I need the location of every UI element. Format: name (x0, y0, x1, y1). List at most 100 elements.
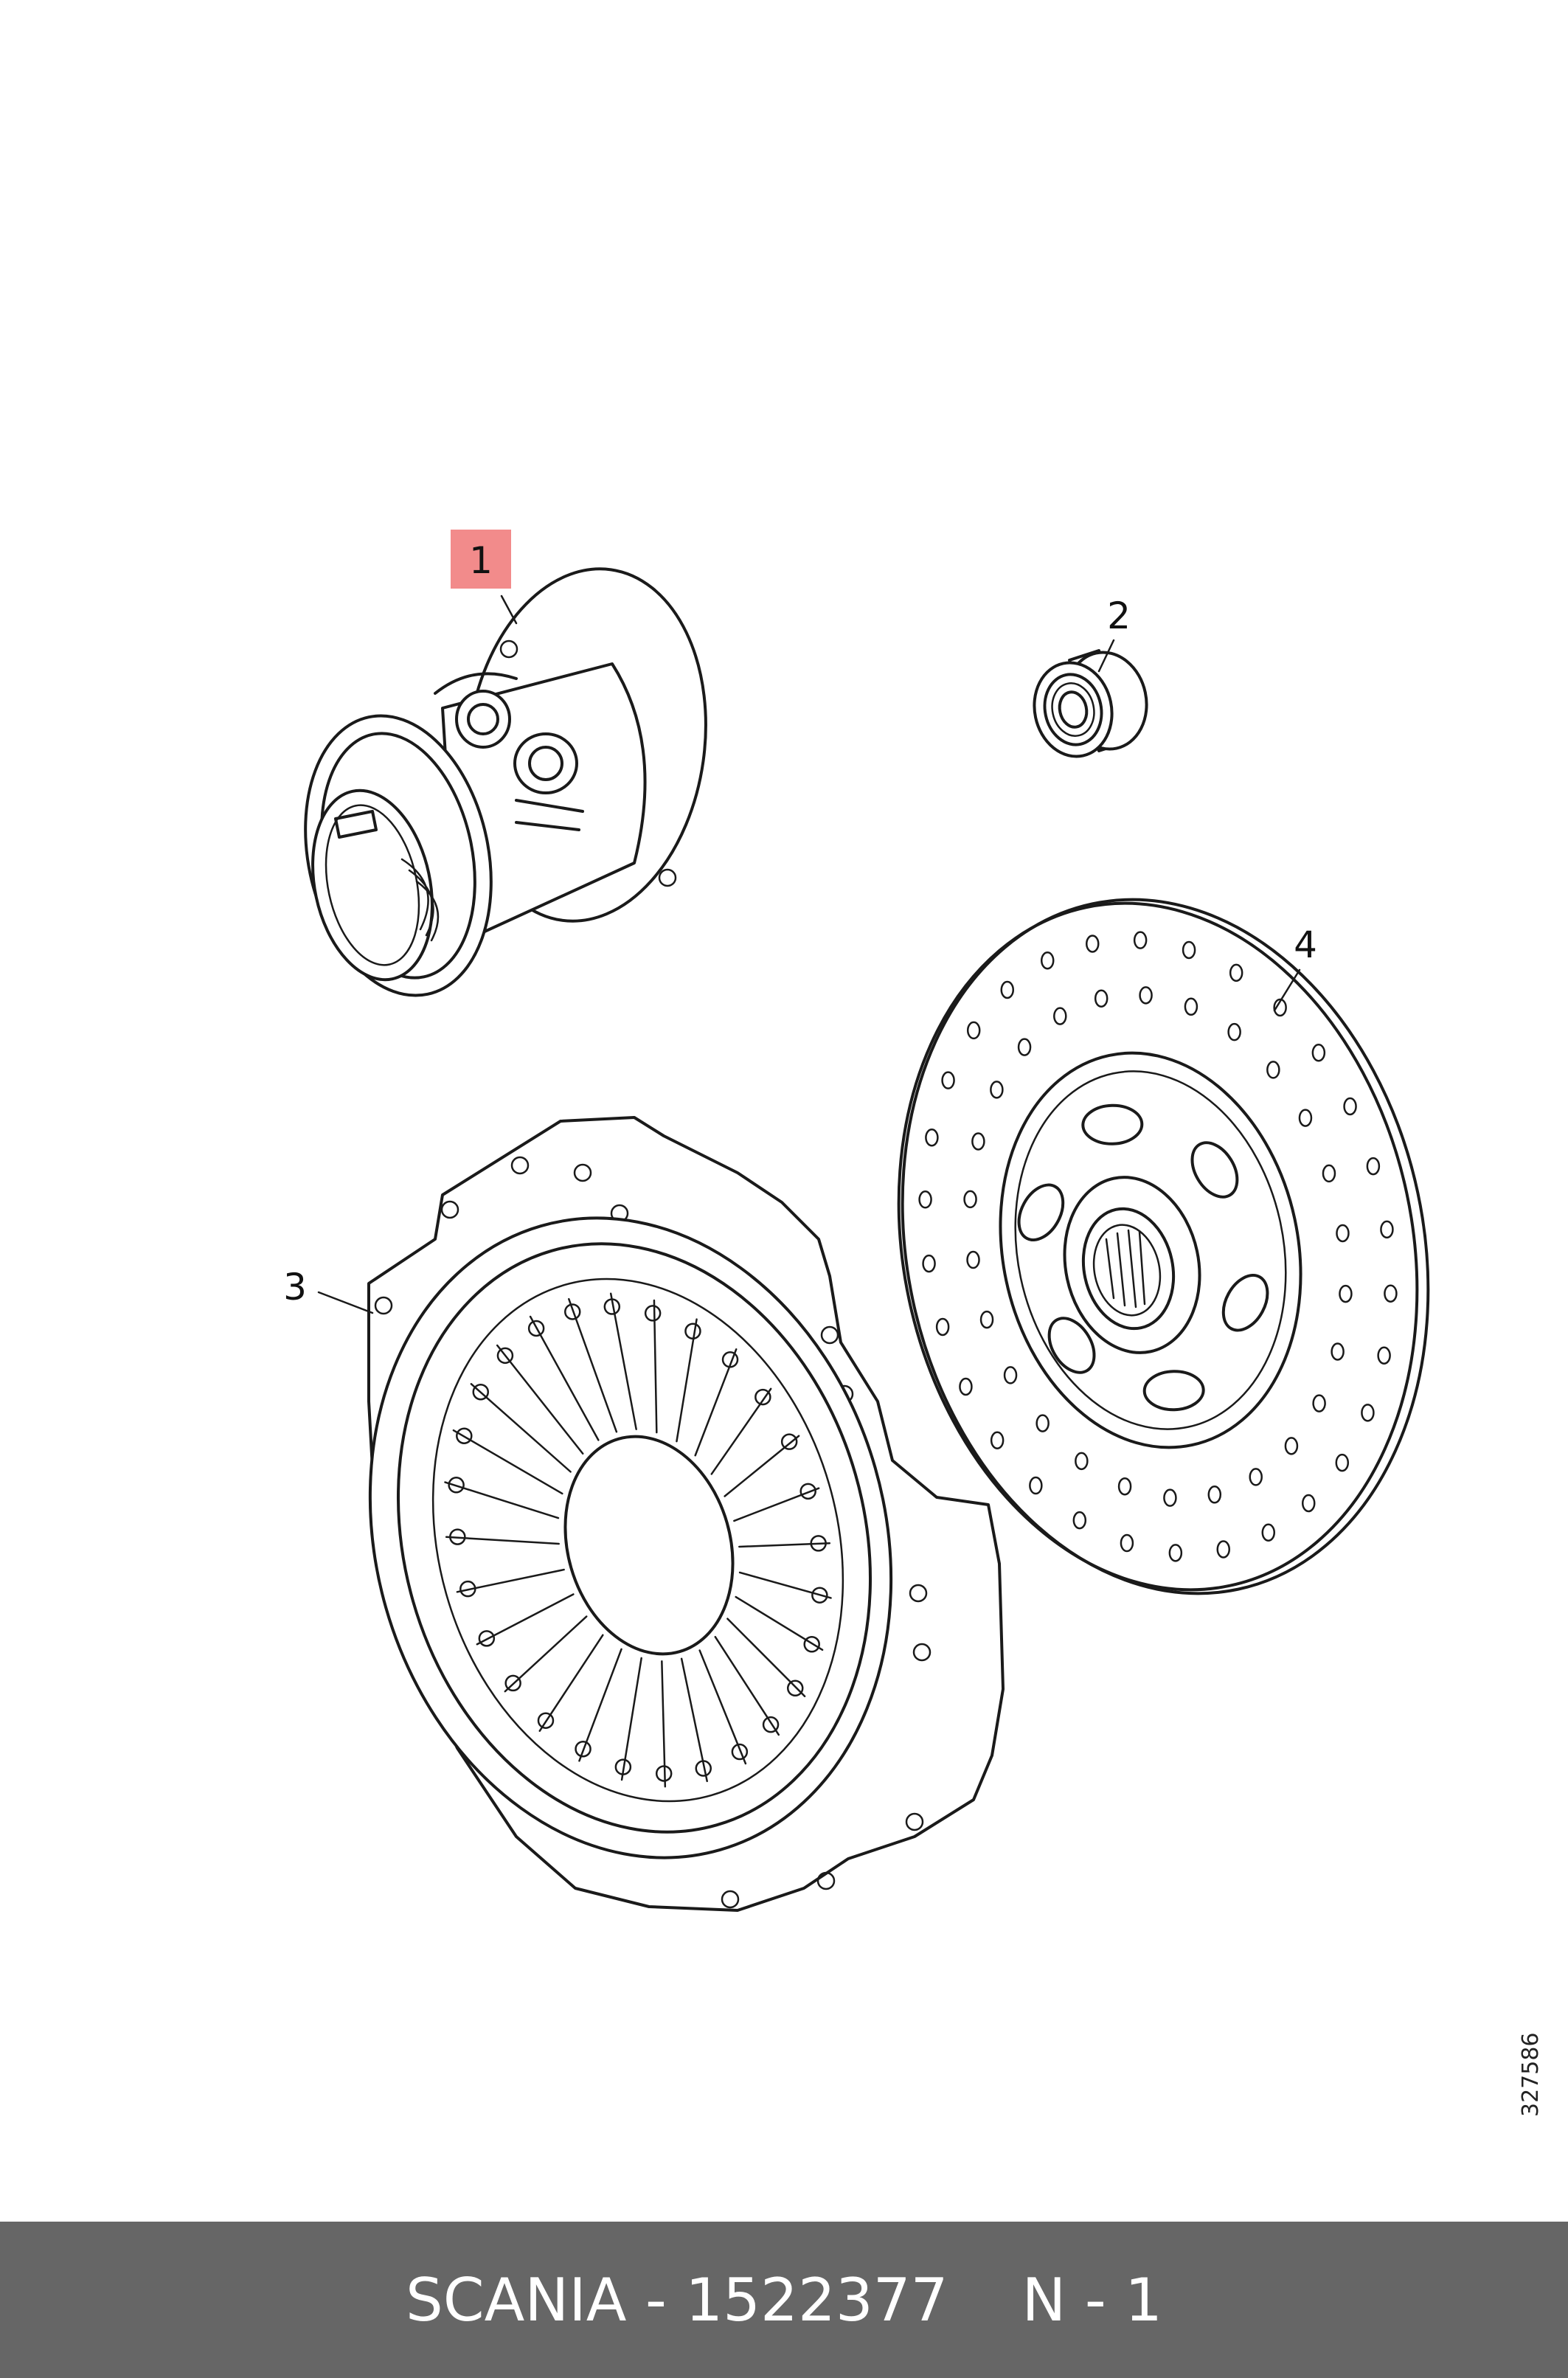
spring-finger (609, 1292, 637, 1430)
rivet-hole (966, 1021, 981, 1040)
callout-3: 3 (283, 1266, 374, 1314)
spring-finger (653, 1299, 658, 1434)
rivet-hole (1133, 931, 1148, 949)
rivet-hole (1029, 1476, 1043, 1495)
damper-spring (1221, 1273, 1269, 1332)
finger-tip (644, 1305, 662, 1322)
drawing-number: 327586 (1518, 2032, 1544, 2117)
damper-spring (1047, 1317, 1096, 1374)
rivet-hole (1312, 1394, 1326, 1412)
finger-tip (721, 1351, 739, 1368)
cover-holes (374, 1156, 932, 1909)
finger-tip (537, 1712, 555, 1729)
rivet-hole (1139, 986, 1153, 1005)
callout-1: 1 (451, 530, 518, 625)
callout-4: 4 (1273, 923, 1317, 1012)
spring-finger (710, 1387, 772, 1475)
callout-4-label: 4 (1294, 923, 1317, 966)
rivet-hole (1377, 1346, 1391, 1365)
rivet-hole (1335, 1453, 1350, 1472)
diaphragm-spring-fingers (444, 1292, 832, 1788)
callout-2: 2 (1097, 594, 1131, 673)
rivet-hole (1117, 1477, 1132, 1496)
rivet-hole (1085, 935, 1100, 953)
finger-tip (456, 1427, 473, 1444)
rivet-hole (1336, 1224, 1350, 1243)
footer-position: N - 1 (1021, 2265, 1163, 2334)
release-bearing-part (304, 567, 707, 997)
rivet-hole (1120, 1533, 1134, 1553)
finger-tip (803, 1636, 820, 1653)
rivet-hole (1040, 951, 1055, 970)
finger-tip (695, 1760, 712, 1777)
rivet-hole (1072, 1511, 1087, 1530)
damper-spring (1081, 1103, 1144, 1145)
rivet-hole (1366, 1157, 1381, 1176)
rivet-hole (1227, 1022, 1241, 1041)
finger-tip (754, 1388, 771, 1406)
spring-finger (726, 1618, 806, 1697)
spring-finger (735, 1595, 824, 1651)
footer-brand: SCANIA (405, 2265, 627, 2334)
rivet-hole (1000, 980, 1015, 999)
rivet-hole (935, 1317, 950, 1337)
clutch-disc-part (897, 898, 1430, 1595)
finger-tip (799, 1483, 816, 1500)
spring-finger (496, 1344, 584, 1455)
rivet-hole (1168, 1544, 1183, 1562)
finger-tip (811, 1587, 828, 1604)
pilot-bearing-part (1033, 649, 1148, 758)
rivet-hole (1301, 1494, 1316, 1513)
rivet-hole (1361, 1404, 1375, 1422)
rivet-hole (1322, 1164, 1336, 1183)
finger-tip (786, 1679, 804, 1697)
rivet-hole (1261, 1523, 1276, 1542)
spring-finger (452, 1429, 563, 1495)
finger-tip (810, 1535, 827, 1552)
rivet-hole (918, 1190, 932, 1209)
rivet-hole (963, 1190, 977, 1209)
rivet-hole (1298, 1109, 1313, 1127)
rivet-hole (1207, 1486, 1222, 1504)
rivet-hole (941, 1071, 955, 1089)
spring-finger (568, 1297, 618, 1433)
rivet-hole (1273, 998, 1287, 1017)
finger-tip (459, 1580, 476, 1598)
finger-tip (448, 1477, 465, 1494)
spring-finger (676, 1318, 698, 1443)
callout-3-label: 3 (283, 1266, 307, 1308)
finger-tip (762, 1716, 780, 1733)
rivet-hole (1075, 1452, 1089, 1471)
rivet-hole (1163, 1488, 1177, 1507)
rivet-hole (1184, 997, 1198, 1016)
rivet-hole (925, 1128, 939, 1147)
rivet-hole (1384, 1284, 1398, 1303)
rivet-hole (990, 1431, 1005, 1450)
finger-tip (449, 1528, 466, 1545)
finger-tip (731, 1743, 749, 1761)
rivet-hole (959, 1377, 973, 1396)
finger-tip (655, 1765, 673, 1782)
rivet-hole (1343, 1097, 1357, 1116)
rivet-hole (1094, 989, 1109, 1008)
rivet-hole (1017, 1038, 1032, 1056)
rivet-hole (1249, 1468, 1263, 1486)
rivet-hole (1053, 1007, 1067, 1025)
damper-spring (1017, 1183, 1065, 1242)
finger-tip (563, 1303, 581, 1320)
rivet-hole (1266, 1061, 1280, 1079)
spring-finger (724, 1435, 800, 1497)
finger-tip (478, 1630, 496, 1647)
spring-finger (529, 1315, 600, 1441)
spring-finger (738, 1542, 831, 1548)
friction-lining-rivets (918, 931, 1398, 1562)
finger-tip (575, 1740, 592, 1758)
damper-springs (1017, 1103, 1269, 1412)
spring-finger (733, 1487, 820, 1522)
callout-1-highlight (451, 530, 511, 589)
rivet-hole (990, 1081, 1004, 1099)
rivet-hole (1229, 963, 1243, 982)
spring-finger (444, 1481, 560, 1519)
damper-spring (1190, 1141, 1239, 1199)
rivet-hole (1284, 1437, 1299, 1455)
